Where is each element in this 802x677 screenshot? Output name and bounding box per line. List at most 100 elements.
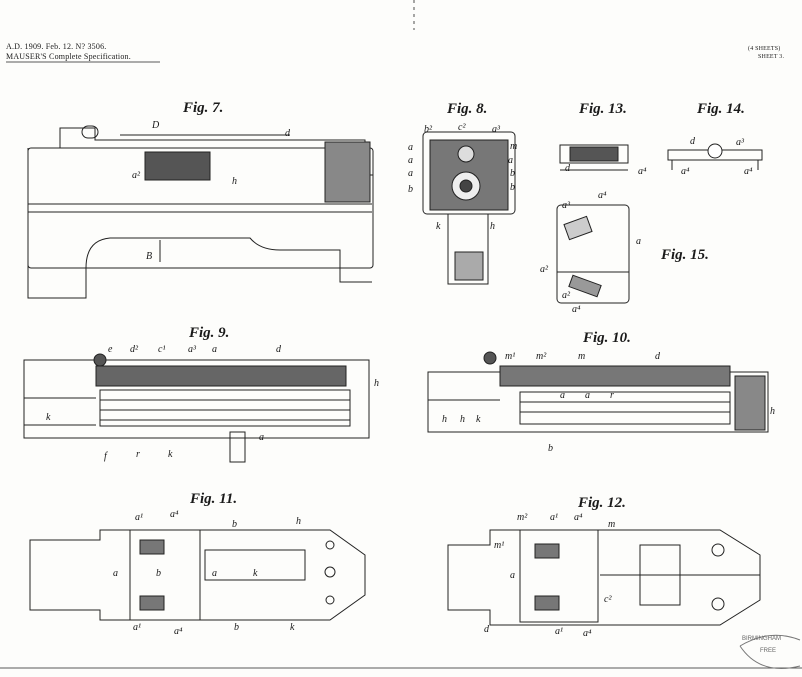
fig11-label: b (232, 519, 237, 530)
stamp-text: BIRMINGHAM (742, 636, 781, 642)
fig8-label: b (510, 182, 515, 193)
fig8-label: a (508, 155, 513, 166)
fig12-label: a (510, 570, 515, 581)
fig14-label: a⁴ (744, 166, 753, 177)
fig8-label: a³ (492, 124, 500, 135)
fig9-label: h (374, 378, 379, 389)
fig14-drawing (667, 143, 763, 170)
fig13-title: Fig. 13. (579, 101, 627, 117)
fig14-label: a⁴ (681, 166, 690, 177)
fig12-label: d (484, 624, 489, 635)
fig10-label: h (460, 414, 465, 425)
fig10-label: b (548, 443, 553, 454)
fig12-label: m (608, 519, 616, 530)
fig8-label: k (436, 221, 441, 232)
fig9-label: c¹ (158, 344, 166, 355)
fig9-drawing (23, 353, 370, 463)
fig14-title: Fig. 14. (697, 101, 745, 117)
fig7-label: h (232, 176, 237, 187)
fig15-title: Fig. 15. (661, 247, 709, 263)
fig7-drawing (27, 125, 374, 299)
fig9-label: d² (130, 344, 138, 355)
fig15-label: a⁴ (598, 190, 607, 201)
fig11-title: Fig. 11. (190, 491, 238, 507)
fig14-label: d (690, 136, 695, 147)
fig8-label: c² (458, 122, 466, 133)
stamp-subtext: FREE (760, 648, 777, 654)
fig14-label: a³ (736, 137, 744, 148)
fig11-label: a¹ (135, 512, 143, 523)
fig12-label: a¹ (550, 512, 558, 523)
fig11-label: b (234, 622, 239, 633)
fig8-label: a (408, 168, 413, 179)
library-stamp-outline (739, 634, 801, 669)
fig10-label: k (476, 414, 481, 425)
fig10-label: a (585, 390, 590, 401)
fig8-label: h (490, 221, 495, 232)
fig10-label: m (578, 351, 586, 362)
fig15-label: a (636, 236, 641, 247)
fig15-label: a² (562, 290, 570, 301)
fig13-label: d (565, 163, 570, 174)
fig11-label: b (156, 568, 161, 579)
fig7-label: B (146, 251, 153, 262)
fig12-label: a¹ (555, 626, 563, 637)
fig15-label: a² (540, 264, 548, 275)
fig8-label: a (408, 142, 413, 153)
fig10-label: h (770, 406, 775, 417)
fig12-label: m¹ (494, 540, 505, 551)
fig11-label: a (212, 568, 217, 579)
fig8-label: b (510, 168, 515, 179)
fig9-title: Fig. 9. (189, 325, 230, 341)
sheets-note: (4 SHEETS) (748, 46, 781, 52)
fig13-label: a⁴ (638, 166, 647, 177)
fig12-drawing (447, 529, 761, 626)
fig9-label: f (104, 451, 107, 462)
fig9-label: e (108, 344, 113, 355)
fig10-label: m¹ (505, 351, 516, 362)
fig11-label: k (253, 568, 258, 579)
fig15-label: a⁴ (572, 304, 581, 315)
fig10-label: a (560, 390, 565, 401)
fig9-label: a³ (188, 344, 196, 355)
fig9-label: a (212, 344, 217, 355)
patent-date-line: A.D. 1909. Feb. 12. N? 3506. (6, 42, 107, 51)
fig11-label: h (296, 516, 301, 527)
fig15-label: a³ (562, 200, 570, 211)
patent-title-line: MAUSER'S Complete Specification. (6, 52, 131, 61)
fig11-label: a⁴ (170, 509, 179, 520)
fig12-label: c² (604, 594, 612, 605)
fig11-label: a¹ (133, 622, 141, 633)
fig7-label: a² (132, 170, 140, 181)
fig15-drawing (556, 204, 630, 304)
fig9-label: k (46, 412, 51, 423)
fig8-label: b² (424, 124, 432, 135)
fig10-title: Fig. 10. (583, 330, 631, 346)
fig11-label: a⁴ (174, 626, 183, 637)
fig7-label: D (152, 120, 160, 131)
fig8-label: m (510, 141, 518, 152)
fig10-label: r (610, 390, 614, 401)
fig7-label: d (285, 128, 290, 139)
fig9-label: k (168, 449, 173, 460)
fig9-label: d (276, 344, 281, 355)
fig12-label: a⁴ (574, 512, 583, 523)
fig10-drawing (427, 351, 769, 433)
fig10-label: h (442, 414, 447, 425)
sheet-number: SHEET 3. (758, 54, 785, 60)
fig12-title: Fig. 12. (578, 495, 626, 511)
fig8-label: b (408, 184, 413, 195)
fig8-label: a (408, 155, 413, 166)
fig8-title: Fig. 8. (447, 101, 488, 117)
fig12-label: a⁴ (583, 628, 592, 639)
fig9-label: r (136, 449, 140, 460)
fig11-label: k (290, 622, 295, 633)
fig7-title: Fig. 7. (183, 100, 224, 116)
fig9-label: a (259, 432, 264, 443)
library-stamp: BIRMINGHAM FREE (738, 632, 802, 672)
fig11-label: a (113, 568, 118, 579)
fig10-label: d (655, 351, 660, 362)
fig11-drawing (29, 529, 366, 621)
fig12-label: m² (517, 512, 528, 523)
